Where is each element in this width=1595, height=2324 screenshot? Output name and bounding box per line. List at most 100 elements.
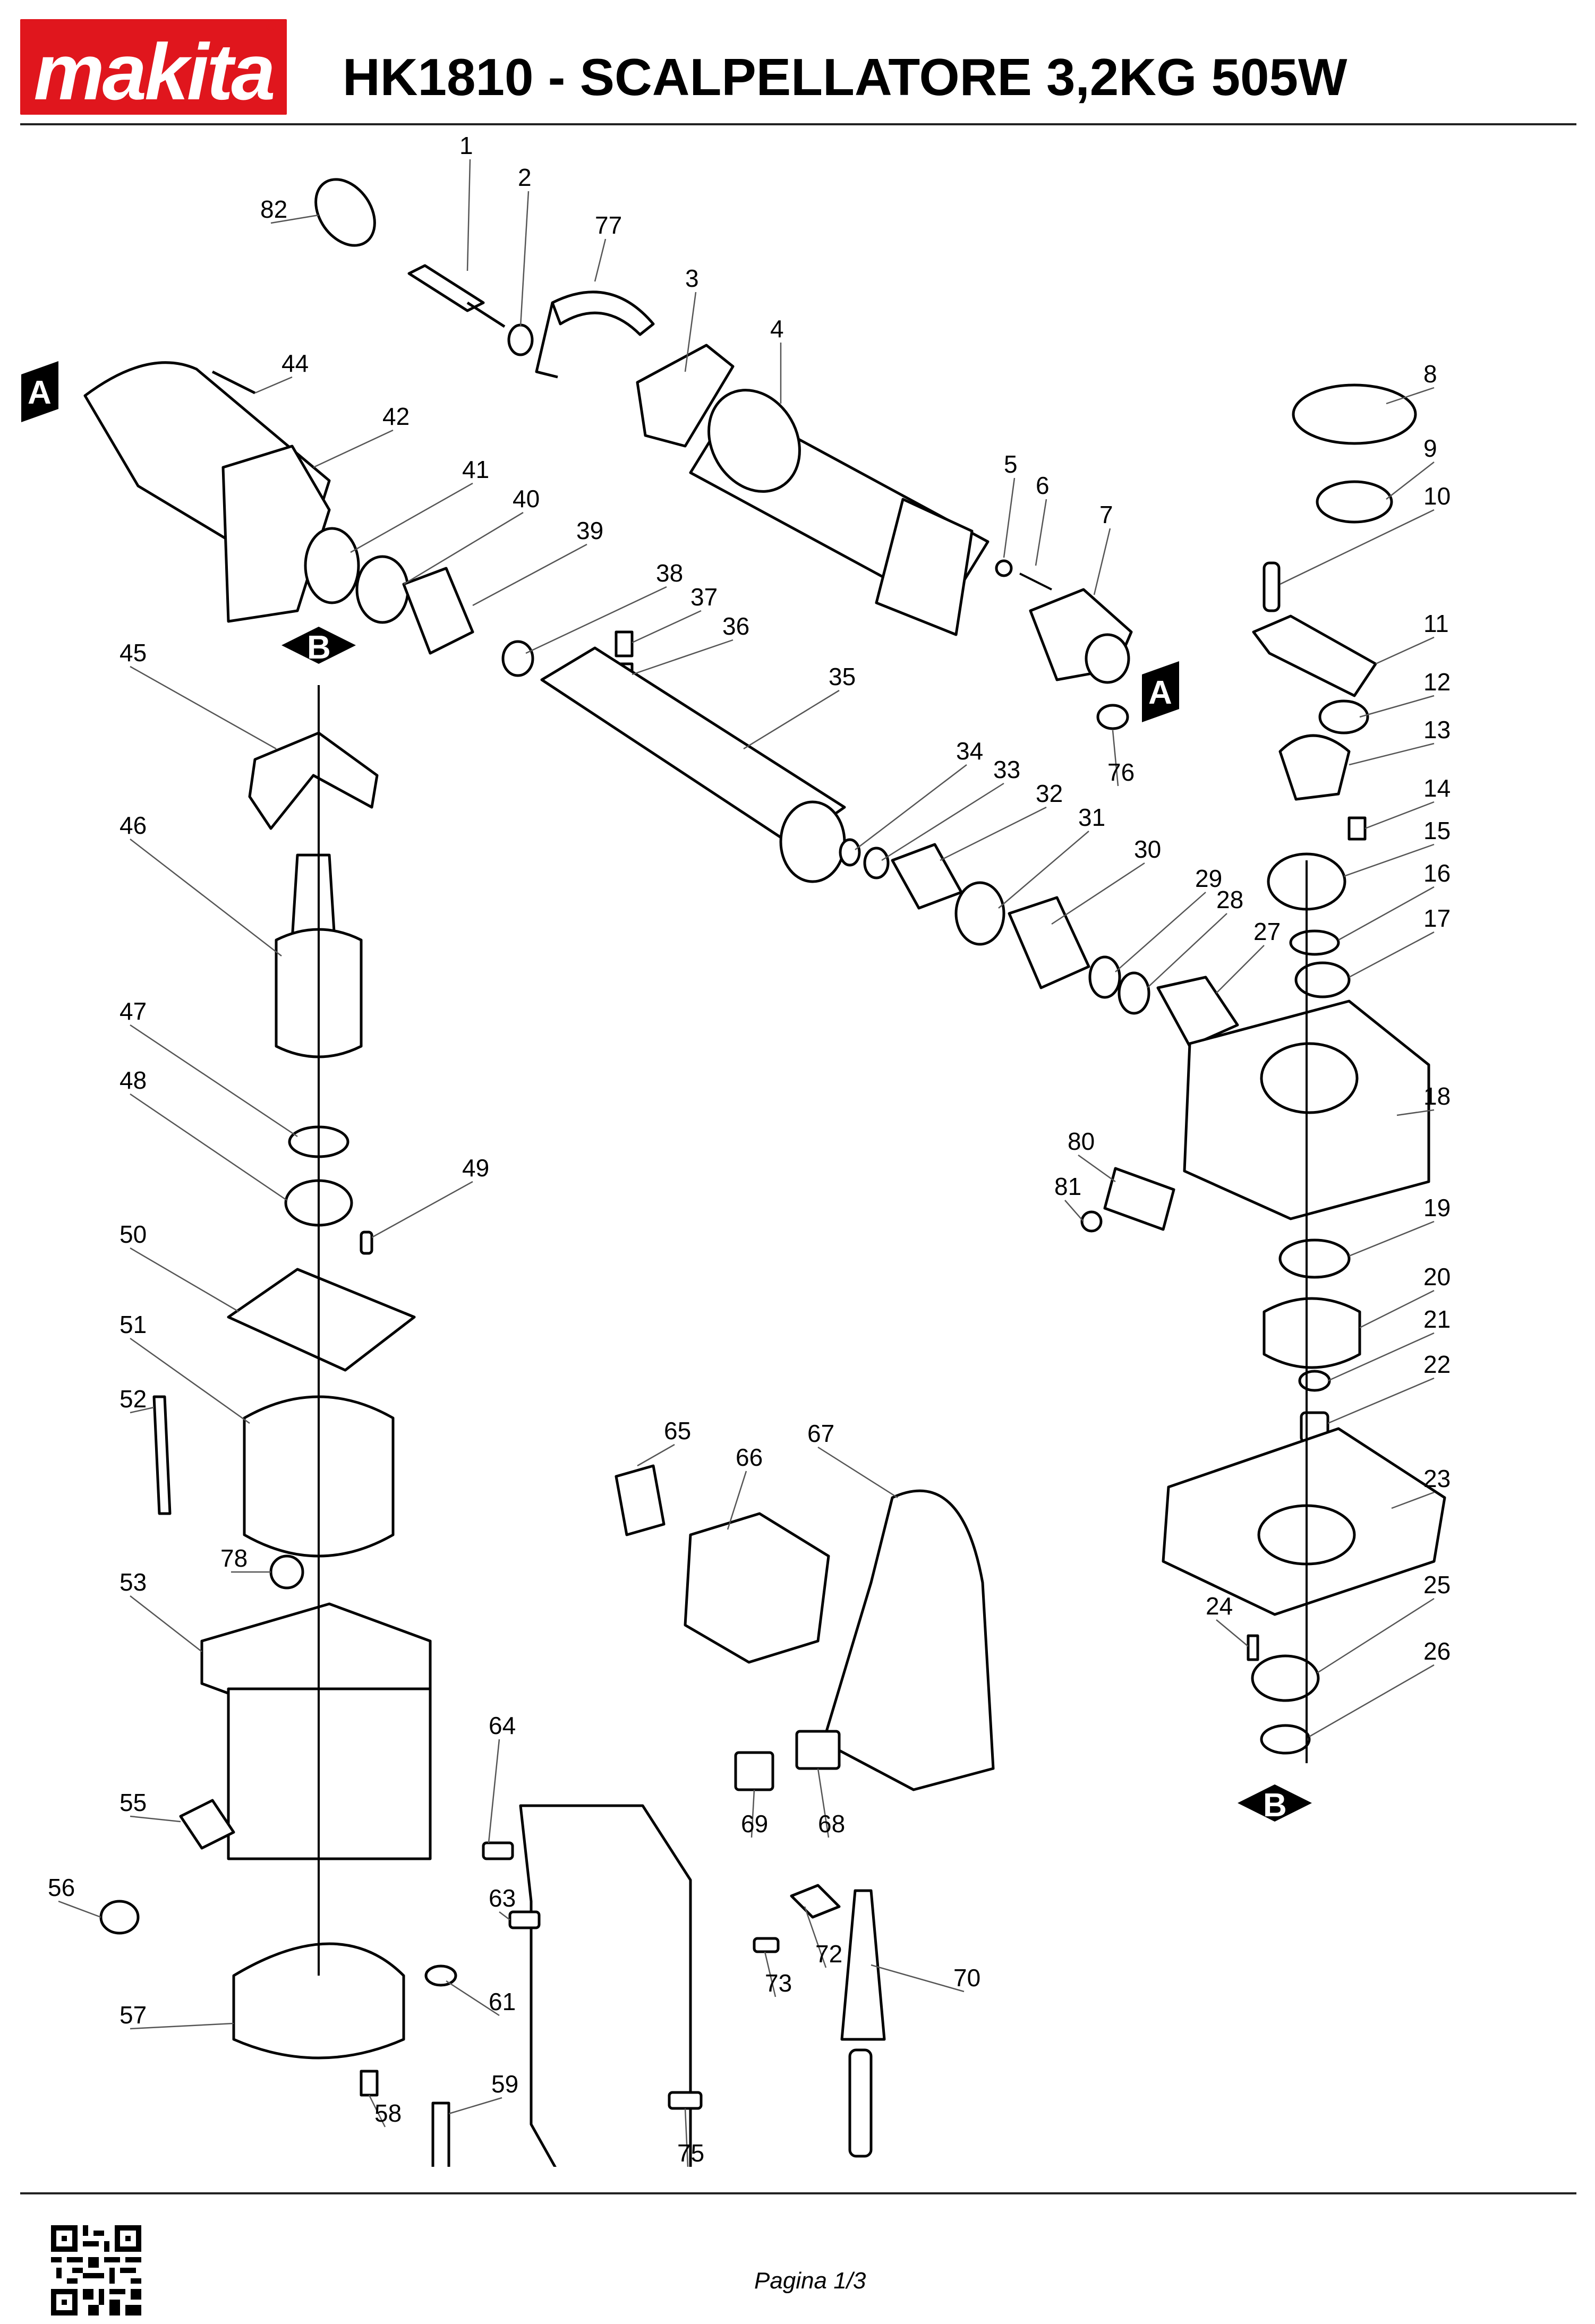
callout-leader-line (130, 1595, 202, 1652)
callout-leader-line (448, 2097, 502, 2115)
callout-leader-line (130, 1337, 250, 1424)
part-number-label: 2 (518, 164, 532, 191)
callout-leader-line (637, 1443, 675, 1467)
callout-leader-line (1364, 801, 1435, 830)
part-number-label: 76 (1107, 758, 1135, 786)
section-marker-b-top: B (282, 627, 356, 666)
part-55-brush-holder (179, 1799, 235, 1850)
part-number-label: 21 (1423, 1305, 1451, 1333)
part-number-label: 29 (1195, 865, 1222, 892)
callout-leader-line (1349, 1220, 1435, 1257)
callout-leader-line (940, 806, 1047, 861)
callout-leader-line (1396, 1109, 1435, 1116)
part-35-barrel-end (779, 800, 846, 883)
part-number-label: 25 (1423, 1571, 1451, 1599)
callout-leader-line (472, 543, 587, 606)
part-45-fan (248, 731, 379, 830)
callout-leader-line (632, 610, 702, 644)
callout-leader-line (58, 1900, 101, 1918)
part-35-barrel (540, 646, 846, 846)
part-78-ring (269, 1554, 304, 1590)
part-39-bellows (402, 567, 474, 655)
part-number-label: 64 (489, 1712, 516, 1739)
part-number-label: 69 (741, 1810, 768, 1838)
callout-leader-line (446, 1980, 500, 2017)
part-number-label: 23 (1423, 1465, 1451, 1492)
makita-logo: makita (20, 19, 287, 115)
part-number-label: 7 (1099, 501, 1113, 528)
part-number-label: 41 (462, 456, 489, 483)
part-44-screw (211, 370, 256, 395)
part-6-spring (1019, 573, 1052, 591)
part-17-bearing (1294, 961, 1351, 998)
callout-leader-line (130, 1815, 181, 1823)
part-26-washer (1260, 1724, 1311, 1755)
part-number-label: 68 (818, 1810, 845, 1838)
part-29-ring (1088, 955, 1121, 999)
registered-mark-icon: ® (266, 18, 276, 34)
callout-leader-line (817, 1446, 898, 1499)
part-number-label: 55 (120, 1789, 147, 1816)
part-number-label: 8 (1423, 360, 1437, 388)
section-marker-label: B (1263, 1787, 1287, 1824)
callout-leader-line (1375, 636, 1435, 665)
part-66-switch (684, 1512, 830, 1664)
callout-leader-line (743, 689, 840, 750)
part-65-strain-relief (615, 1464, 666, 1536)
part-75-screw (668, 2091, 703, 2110)
part-70-cord-guard (840, 1889, 886, 2041)
callout-leader-line (313, 429, 394, 468)
part-4-frame (875, 498, 974, 636)
callout-leader-line (1064, 1200, 1084, 1222)
callout-leader-line (1386, 462, 1435, 500)
part-67-handle-cover (822, 1489, 995, 1791)
part-20-gear (1263, 1297, 1361, 1369)
part-11-crank-arm (1252, 614, 1377, 697)
callout-leader-line (998, 831, 1089, 909)
callout-leader-line (130, 1093, 287, 1201)
part-57-rear-cover (232, 1942, 405, 2060)
section-marker-label: A (1148, 674, 1172, 711)
callout-leader-line (1349, 931, 1435, 978)
part-number-labels: 1234567891011121314151617181920212223242… (48, 132, 1451, 2167)
part-number-label: 42 (382, 403, 410, 430)
part-number-label: 56 (48, 1874, 75, 1901)
part-number-label: 38 (656, 559, 683, 587)
part-9-o-ring (1316, 480, 1393, 524)
callout-leader-line (684, 292, 697, 372)
part-number-label: 80 (1068, 1127, 1095, 1155)
callout-leader-line (1112, 730, 1119, 787)
callout-leader-line (804, 1906, 827, 1968)
part-72-cord-clamp (790, 1884, 841, 1919)
callout-leader-line (1035, 499, 1047, 566)
part-2-washer (507, 323, 534, 356)
part-number-label: 57 (120, 2001, 147, 2029)
part-number-label: 20 (1423, 1263, 1451, 1291)
page-number: Pagina 1/3 (754, 2268, 866, 2294)
part-number-label: 65 (664, 1417, 691, 1445)
part-number-label: 10 (1423, 482, 1451, 510)
part-81-screw (1080, 1210, 1103, 1233)
part-56-brush-cap (99, 1900, 140, 1935)
part-33-ring (863, 847, 890, 879)
part-number-label: 15 (1423, 817, 1451, 844)
part-13-crank-shaft (1278, 734, 1351, 801)
part-77-clamp (535, 290, 655, 379)
part-68-capacitor (795, 1730, 841, 1770)
callout-leader-line (525, 586, 667, 654)
callout-leader-line (1327, 1332, 1435, 1382)
part-8-cap (1292, 383, 1417, 445)
part-number-label: 73 (765, 1969, 792, 1997)
part-number-label: 34 (956, 737, 983, 765)
part-number-label: 46 (120, 811, 147, 839)
part-number-label: 61 (489, 1988, 516, 2015)
callout-leader-line (254, 376, 293, 394)
part-31-washer (954, 881, 1005, 946)
callout-leader-line (350, 482, 473, 553)
part-number-label: 28 (1216, 886, 1243, 913)
callout-leader-line (1051, 862, 1145, 925)
part-number-label: 27 (1253, 918, 1281, 945)
callout-leader-line (499, 1911, 510, 1920)
callout-leader-line (594, 238, 607, 282)
exploded-parts-diagram: A A B B (21, 132, 1451, 2167)
